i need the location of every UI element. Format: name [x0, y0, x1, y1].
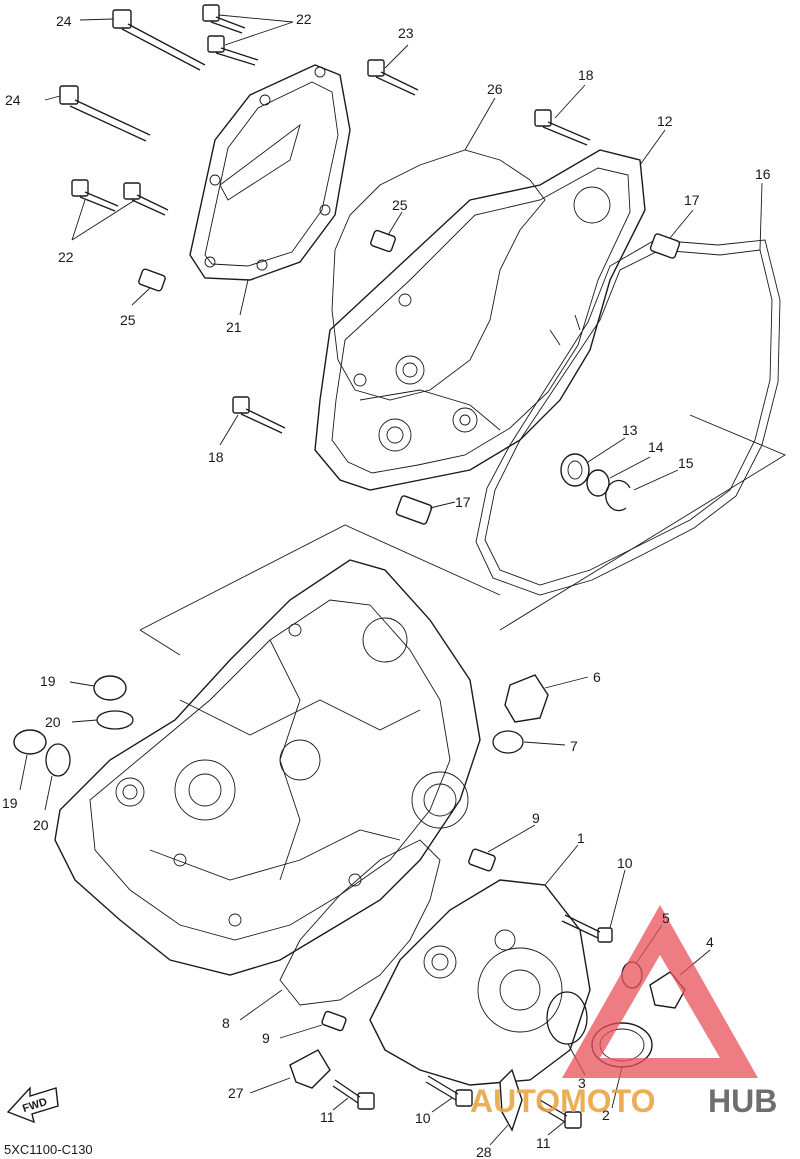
diagram-code: 5XC1100-C130 [4, 1142, 93, 1157]
callout-24: 24 [5, 92, 21, 108]
drain-bolt [504, 674, 549, 723]
callout-20: 20 [45, 714, 61, 730]
callout-13: 13 [622, 422, 638, 438]
callout-28: 28 [476, 1144, 492, 1159]
oil-seal [560, 453, 590, 487]
callout-10: 10 [415, 1110, 431, 1126]
callout-14: 14 [648, 439, 664, 455]
callout-20: 20 [33, 817, 49, 833]
callout-8: 8 [222, 1015, 230, 1031]
bearing [13, 729, 47, 755]
o-ring [586, 469, 610, 497]
callout-17: 17 [684, 192, 700, 208]
callout-15: 15 [678, 455, 694, 471]
callout-19: 19 [2, 795, 18, 811]
callout-16: 16 [755, 166, 771, 182]
callout-1: 1 [577, 830, 585, 846]
circlip [605, 479, 631, 512]
bolt [367, 59, 419, 96]
washer [492, 730, 524, 754]
bolt [232, 396, 286, 434]
callout-25: 25 [120, 312, 136, 328]
bolt [534, 109, 591, 146]
dowel-pin [321, 1010, 347, 1032]
bolt [207, 35, 259, 66]
callout-4: 4 [706, 934, 714, 950]
callout-11: 11 [320, 1109, 335, 1125]
bolt [59, 85, 151, 142]
callout-9: 9 [532, 810, 540, 826]
callout-7: 7 [570, 738, 578, 754]
watermark-text-1: AUTOMOTO [470, 1083, 655, 1119]
bearing [93, 675, 127, 701]
bolt [537, 1099, 582, 1129]
watermark-text-2: HUB [708, 1083, 777, 1119]
crankcase [54, 559, 481, 976]
crankcase-group [13, 524, 711, 1146]
callout-18: 18 [578, 67, 594, 83]
clutch-cover-gasket [331, 149, 546, 401]
bolt [332, 1079, 375, 1110]
collar [649, 233, 681, 259]
bolt [123, 182, 169, 216]
crankcase-gasket [279, 839, 441, 1006]
callout-18: 18 [208, 449, 224, 465]
bolt [561, 914, 613, 943]
callout-11: 11 [536, 1135, 551, 1151]
callout-9: 9 [262, 1030, 270, 1046]
watermark-logo: AUTOMOTO HUB [470, 905, 777, 1119]
generator-cover [369, 879, 591, 1086]
callout-23: 23 [398, 25, 414, 41]
callout-22: 22 [296, 11, 312, 27]
callout-3: 3 [578, 1075, 586, 1091]
callout-2: 2 [602, 1107, 610, 1123]
o-ring [45, 743, 71, 777]
callout-21: 21 [226, 319, 242, 335]
bolt [71, 179, 119, 212]
callout-24: 24 [56, 13, 72, 29]
cable-guide [499, 1068, 523, 1132]
cable-clamp [289, 1049, 331, 1089]
callout-26: 26 [487, 81, 503, 97]
dowel-pin [468, 848, 496, 872]
bolt [425, 1075, 473, 1107]
callout-22: 22 [58, 249, 74, 265]
callout-5: 5 [662, 910, 670, 926]
bolt [112, 9, 206, 71]
upper-cover-group [44, 4, 786, 631]
callout-6: 6 [593, 669, 601, 685]
forward-arrow-icon: FWD [6, 1086, 59, 1124]
o-ring [96, 710, 134, 730]
crankcase-cover-gasket [484, 249, 773, 586]
crankcase-cover-right [314, 149, 646, 491]
collar [395, 495, 433, 525]
callout-27: 27 [228, 1085, 244, 1101]
dowel-pin [370, 229, 396, 253]
dowel-pin [138, 268, 166, 292]
callout-10: 10 [617, 855, 633, 871]
callout-12: 12 [657, 113, 673, 129]
callout-17: 17 [455, 494, 471, 510]
callout-labels: 24 24 22 22 23 26 18 18 12 16 17 17 25 2… [2, 11, 771, 1159]
o-ring [546, 991, 588, 1045]
callout-19: 19 [40, 673, 56, 689]
callout-25: 25 [392, 197, 408, 213]
bolt [202, 4, 246, 34]
